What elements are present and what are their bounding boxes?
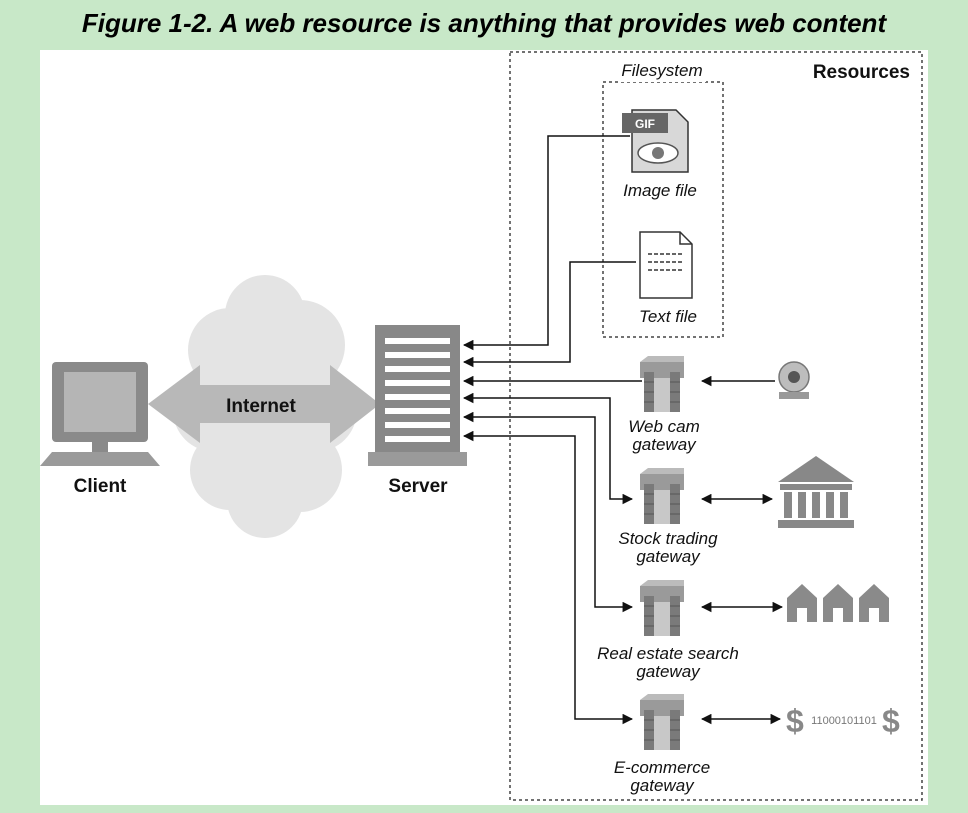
stock-label-1: Stock trading bbox=[618, 529, 718, 548]
stock-label-2: gateway bbox=[636, 547, 701, 566]
ecommerce-label-2: gateway bbox=[630, 776, 695, 795]
webcam-label-1: Web cam bbox=[628, 417, 700, 436]
internet-arrow bbox=[148, 365, 380, 443]
gateway-icon-stock bbox=[639, 467, 685, 525]
houses-icon bbox=[787, 584, 889, 622]
resources-label: Resources bbox=[813, 62, 910, 83]
diagram-panel bbox=[40, 50, 928, 805]
realestate-label-1: Real estate search bbox=[597, 644, 739, 663]
webcam-icon bbox=[778, 361, 810, 399]
dollar-icon: $ $ bbox=[786, 703, 900, 739]
gif-file-icon: GIF bbox=[622, 109, 689, 173]
filesystem-label: Filesystem bbox=[621, 61, 702, 80]
connector-text-file bbox=[462, 261, 636, 368]
bank-icon bbox=[778, 456, 854, 528]
gateway-icon-realestate bbox=[639, 579, 685, 637]
client-label: Client bbox=[74, 476, 127, 497]
server-icon bbox=[368, 325, 467, 466]
gif-label: GIF bbox=[635, 117, 655, 131]
gateway-icon-ecommerce bbox=[639, 693, 685, 751]
svg-text:$: $ bbox=[786, 703, 804, 739]
svg-text:$: $ bbox=[882, 703, 900, 739]
webcam-label-2: gateway bbox=[632, 435, 697, 454]
connector-image-file bbox=[462, 135, 630, 351]
image-file-label: Image file bbox=[623, 181, 697, 200]
realestate-label-2: gateway bbox=[636, 662, 701, 681]
gateway-icon-webcam bbox=[639, 355, 685, 413]
connectors bbox=[462, 135, 642, 725]
ecommerce-label-1: E-commerce bbox=[614, 758, 710, 777]
text-file-label: Text file bbox=[639, 307, 697, 326]
figure-caption: Figure 1-2. A web resource is anything t… bbox=[81, 8, 887, 38]
connector-ecommerce bbox=[462, 430, 634, 725]
text-file-icon bbox=[639, 231, 693, 299]
binary-label: 11000101101 bbox=[811, 715, 877, 727]
server-label: Server bbox=[388, 476, 448, 497]
internet-label: Internet bbox=[226, 396, 296, 417]
monitor-icon bbox=[40, 362, 160, 466]
